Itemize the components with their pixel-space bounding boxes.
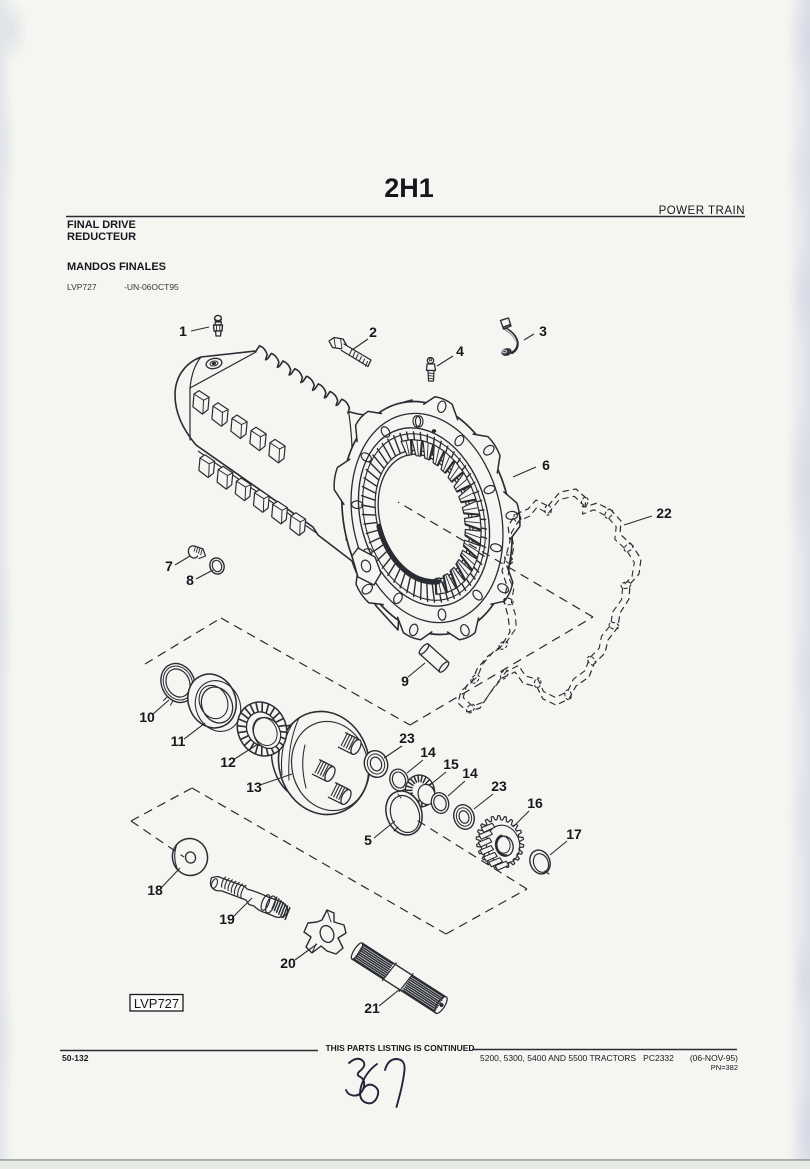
svg-text:PN=382: PN=382 (711, 1063, 738, 1072)
svg-text:REDUCTEUR: REDUCTEUR (67, 231, 136, 243)
svg-text:THIS PARTS LISTING IS CONTINUE: THIS PARTS LISTING IS CONTINUED (325, 1043, 474, 1053)
svg-text:5200, 5300, 5400 AND 5500 TRAC: 5200, 5300, 5400 AND 5500 TRACTORS PC233… (480, 1053, 674, 1063)
svg-text:17: 17 (566, 826, 582, 842)
svg-text:-UN-06OCT95: -UN-06OCT95 (124, 282, 179, 292)
svg-text:23: 23 (399, 730, 415, 746)
svg-text:LVP727: LVP727 (134, 996, 179, 1011)
svg-text:11: 11 (171, 733, 186, 749)
svg-text:MANDOS FINALES: MANDOS FINALES (67, 261, 166, 273)
svg-text:9: 9 (401, 673, 409, 689)
svg-text:6: 6 (542, 457, 550, 473)
svg-text:12: 12 (220, 754, 236, 770)
svg-text:3: 3 (539, 323, 547, 339)
svg-text:5: 5 (364, 832, 372, 848)
svg-text:15: 15 (443, 756, 459, 772)
svg-text:22: 22 (656, 505, 672, 521)
svg-text:50-132: 50-132 (62, 1053, 89, 1063)
svg-text:1: 1 (179, 323, 187, 339)
svg-text:20: 20 (280, 955, 296, 971)
svg-text:14: 14 (462, 765, 478, 781)
svg-text:(06-NOV-95): (06-NOV-95) (690, 1053, 738, 1063)
svg-text:POWER TRAIN: POWER TRAIN (659, 205, 745, 217)
svg-text:4: 4 (456, 343, 464, 359)
svg-text:19: 19 (219, 911, 235, 927)
svg-text:FINAL DRIVE: FINAL DRIVE (67, 219, 136, 231)
svg-text:10: 10 (139, 709, 155, 725)
svg-text:7: 7 (165, 558, 173, 574)
svg-text:16: 16 (527, 795, 543, 811)
svg-text:18: 18 (147, 882, 163, 898)
svg-text:13: 13 (246, 779, 262, 795)
svg-text:LVP727: LVP727 (67, 282, 97, 292)
svg-text:2: 2 (369, 324, 377, 340)
svg-text:21: 21 (364, 1000, 380, 1016)
svg-text:2H1: 2H1 (384, 173, 434, 203)
svg-text:14: 14 (420, 744, 436, 760)
svg-text:8: 8 (186, 572, 194, 588)
svg-text:23: 23 (491, 778, 507, 794)
